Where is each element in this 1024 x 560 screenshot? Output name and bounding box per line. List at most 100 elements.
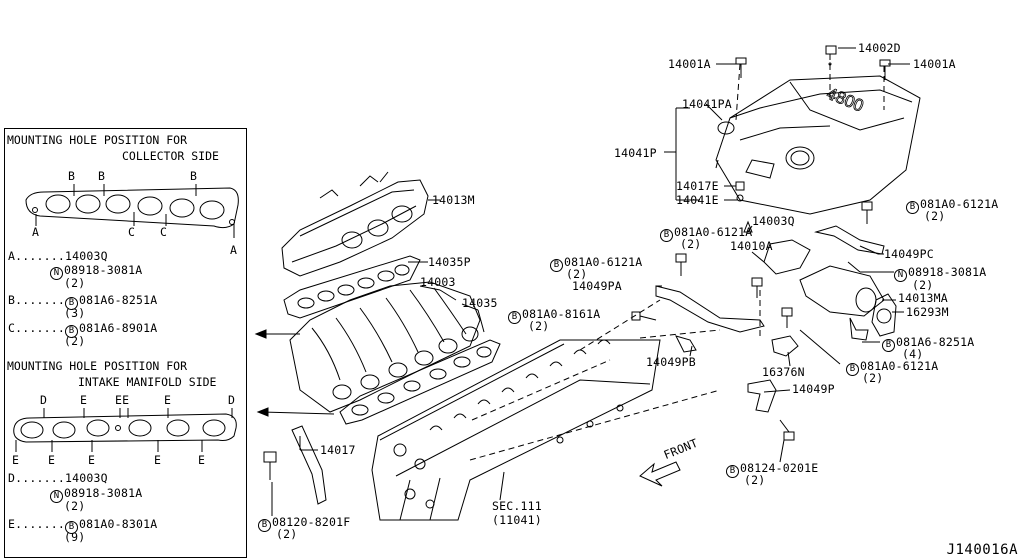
circled-letter: N <box>50 490 63 503</box>
manifold-hole-letter: E <box>198 453 206 467</box>
engine-cover-drawing <box>715 62 921 215</box>
bolt-callout-g-qty: (2) <box>862 371 884 385</box>
manifold-hole-letter: E <box>80 393 88 407</box>
circled-letter: B <box>65 297 78 310</box>
callout-14035: 14035 <box>462 296 498 310</box>
circled-letter: B <box>65 325 78 338</box>
collector-hole-letter: C <box>128 225 136 239</box>
circled-letter: B <box>508 311 521 324</box>
circled-letter: B <box>906 201 919 214</box>
intake-manifold-drawing <box>289 281 481 413</box>
bolt-drawings <box>263 45 891 480</box>
front-arrow-drawing <box>639 461 681 487</box>
collector-hole-letter: B <box>68 169 76 183</box>
bolt-callout-i-qty: (2) <box>276 527 298 541</box>
legend-a-qty: (2) <box>64 276 86 290</box>
intake-collector-drawing <box>281 171 432 277</box>
manifold-hole-letter: D <box>40 393 48 407</box>
legend-a-row: A.......14003Q <box>8 249 108 263</box>
callout-14017E: 14017E <box>676 179 719 193</box>
legend-d-row: D.......14003Q <box>8 471 108 485</box>
callout-16293M: 16293M <box>906 305 949 319</box>
manifold-hole-letter: EE <box>115 393 130 407</box>
manifold-hole-letter: D <box>228 393 236 407</box>
callout-14010A: 14010A <box>730 239 773 253</box>
diagram-code: J140016A <box>946 542 1018 558</box>
callout-14049P: 14049P <box>792 382 835 396</box>
callout-sec-11041: (11041) <box>492 513 542 527</box>
circled-letter: B <box>882 339 895 352</box>
circled-letter: B <box>660 229 673 242</box>
cylinder-head-drawing <box>371 339 661 521</box>
manifold-gasket-outline <box>13 408 237 452</box>
callout-14003Q: 14003Q <box>752 214 795 228</box>
callout-14001A-right: 14001A <box>913 57 956 71</box>
legend-e-qty: (9) <box>64 530 86 544</box>
collector-gasket-outline <box>25 184 239 238</box>
legend-d-qty: (2) <box>64 499 86 513</box>
callout-14041PA: 14041PA <box>682 97 732 111</box>
legend-c-qty: (2) <box>64 334 86 348</box>
callout-14001A-left: 14001A <box>668 57 711 71</box>
manifold-hole-letter: E <box>12 453 20 467</box>
collector-hole-letter: B <box>98 169 106 183</box>
circled-letter: B <box>550 259 563 272</box>
manifold-hole-letter: E <box>154 453 162 467</box>
cover-emblem: 4800 <box>824 84 866 116</box>
callout-14002D: 14002D <box>858 41 901 55</box>
callout-sec-111: SEC.111 <box>492 499 542 513</box>
collector-hole-letter: B <box>190 169 198 183</box>
circled-letter: N <box>894 269 907 282</box>
bolt-callout-h-qty: (2) <box>744 473 766 487</box>
callout-14041P: 14041P <box>614 146 657 160</box>
bolt-callout-a-qty: (2) <box>680 237 702 251</box>
bolt-callout-f-qty: (4) <box>902 347 924 361</box>
manifold-hole-letter: E <box>48 453 56 467</box>
bolt-callout-c-qty: (2) <box>924 209 946 223</box>
dashed-leaders <box>469 54 885 461</box>
callout-14013MA: 14013MA <box>898 291 948 305</box>
collector-gasket-part <box>283 255 421 319</box>
circled-letter: B <box>726 465 739 478</box>
callout-14003: 14003 <box>420 275 456 289</box>
manifold-hole-letter: E <box>88 453 96 467</box>
manifold-panel-title-1: MOUNTING HOLE POSITION FOR <box>7 359 188 373</box>
mounting-hole-panel <box>4 128 247 558</box>
callout-14049PA: 14049PA <box>572 279 622 293</box>
circled-letter: B <box>65 521 78 534</box>
panel-arrows <box>254 329 335 417</box>
bracket-drawings <box>291 225 897 505</box>
bolt-callout-e-qty: (2) <box>912 278 934 292</box>
circled-letter: B <box>258 519 271 532</box>
callout-14049PB: 14049PB <box>646 355 696 369</box>
bolt-callout-d-qty: (2) <box>528 319 550 333</box>
manifold-panel-title-2: INTAKE MANIFOLD SIDE <box>78 375 217 389</box>
collector-panel-title-2: COLLECTOR SIDE <box>122 149 219 163</box>
leader-lines <box>271 47 910 516</box>
callout-14013M: 14013M <box>432 193 475 207</box>
collector-panel-title-1: MOUNTING HOLE POSITION FOR <box>7 133 188 147</box>
manifold-hole-letter: E <box>164 393 172 407</box>
collector-hole-letter: A <box>32 225 40 239</box>
callout-16376N: 16376N <box>762 365 805 379</box>
collector-hole-letter: A <box>230 243 238 257</box>
bolt-callout-b-qty: (2) <box>566 267 588 281</box>
collector-hole-letter: C <box>160 225 168 239</box>
callout-14017: 14017 <box>320 443 356 457</box>
callout-14041E: 14041E <box>676 193 719 207</box>
callout-14049PC: 14049PC <box>884 247 934 261</box>
